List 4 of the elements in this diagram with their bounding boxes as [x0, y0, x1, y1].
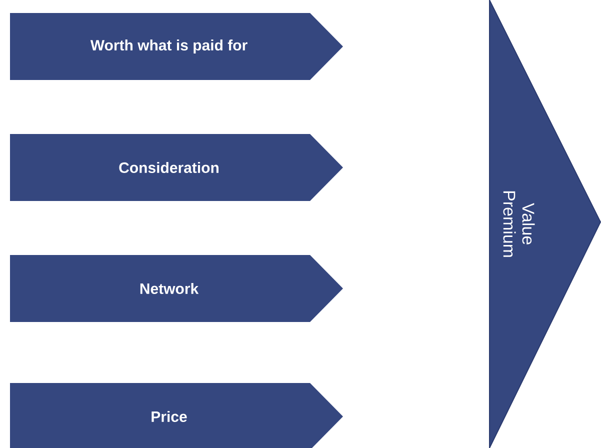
arrow-box: Network — [10, 255, 343, 322]
arrow-box: Worth what is paid for — [10, 13, 343, 80]
arrow-box: Consideration — [10, 134, 343, 201]
arrow-box: Price — [10, 383, 343, 448]
